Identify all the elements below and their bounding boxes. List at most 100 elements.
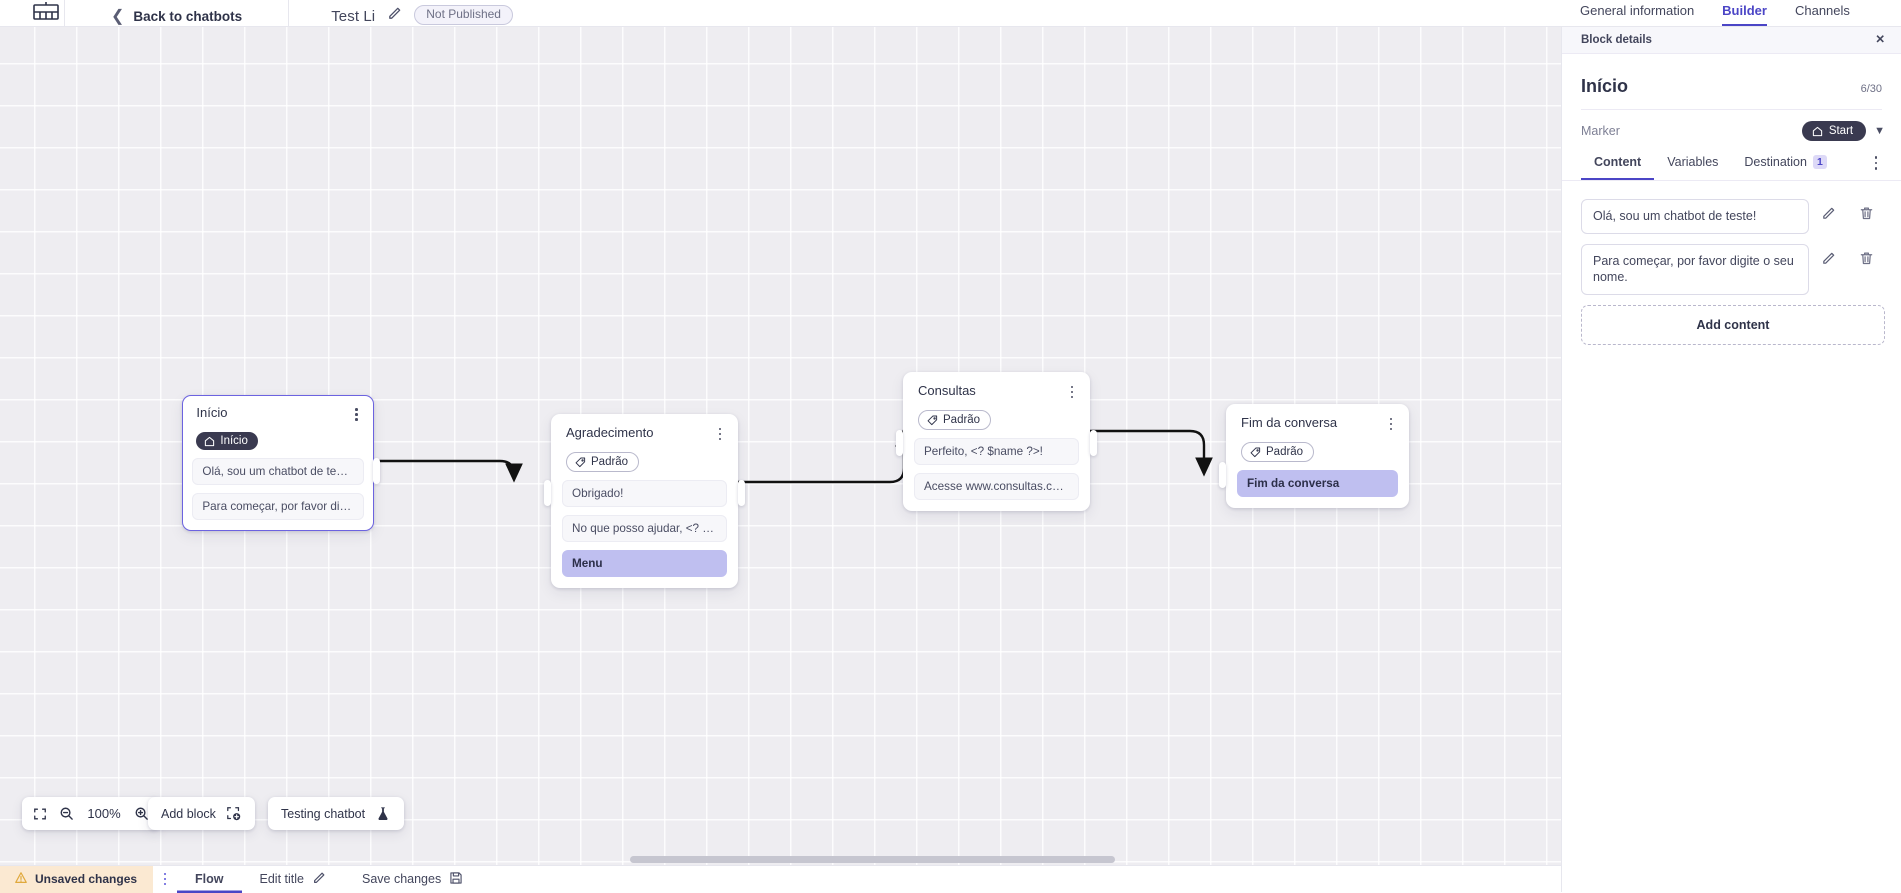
edit-content-button[interactable]	[1809, 244, 1847, 266]
node-header: Consultas	[914, 383, 1079, 401]
panel-kebab-icon[interactable]	[1865, 156, 1887, 179]
canvas-horizontal-scrollbar[interactable]	[0, 855, 1561, 865]
tab-destination[interactable]: Destination 1	[1731, 155, 1839, 180]
tag-icon	[1250, 447, 1261, 458]
trash-icon	[1859, 251, 1874, 266]
add-content-button[interactable]: Add content	[1581, 305, 1885, 345]
node-output-port[interactable]	[738, 480, 745, 506]
edit-title-label: Edit title	[260, 872, 304, 886]
node-output-port[interactable]	[373, 458, 380, 484]
tab-variables-label: Variables	[1667, 155, 1718, 169]
scrollbar-thumb[interactable]	[630, 856, 1115, 863]
unsaved-changes-label: Unsaved changes	[35, 872, 137, 886]
bottom-bar-kebab-icon[interactable]	[153, 873, 177, 886]
zoom-out-icon[interactable]	[59, 806, 74, 821]
tab-general-information[interactable]: General information	[1580, 4, 1694, 26]
node-tag-padrao: Padrão	[566, 452, 639, 472]
testing-chatbot-button[interactable]: Testing chatbot	[268, 797, 404, 830]
node-menu-kebab-icon[interactable]	[1065, 383, 1079, 401]
chatbot-logo-icon[interactable]	[28, 0, 64, 25]
node-menu-kebab-icon[interactable]	[1384, 415, 1398, 433]
right-tab-strip: General information Builder Channels	[1561, 0, 1901, 27]
close-icon[interactable]: ✕	[1875, 34, 1885, 47]
tab-content[interactable]: Content	[1581, 155, 1654, 180]
bottom-bar: Unsaved changes Flow Edit title Save cha…	[0, 865, 1561, 892]
tag-icon	[927, 415, 938, 426]
flow-node-agradecimento[interactable]: Agradecimento Padrão Obrigado! No que po…	[551, 414, 738, 588]
content-row: Para começar, por favor digite o seu nom…	[1581, 244, 1885, 295]
topbar-divider-2	[288, 0, 289, 26]
content-list: Olá, sou um chatbot de teste! Para começ…	[1562, 181, 1901, 295]
tag-icon	[575, 457, 586, 468]
tab-destination-label: Destination	[1744, 155, 1807, 169]
node-menu-kebab-icon[interactable]	[350, 405, 364, 423]
node-message[interactable]: Para começar, por favor digite o ...	[192, 493, 363, 520]
destination-count-badge: 1	[1813, 155, 1827, 169]
node-message[interactable]: Obrigado!	[562, 480, 727, 507]
marker-chip: Start	[1802, 121, 1866, 141]
content-text[interactable]: Olá, sou um chatbot de teste!	[1581, 199, 1809, 234]
node-message[interactable]: Acesse www.consultas.com par...	[914, 473, 1079, 500]
node-input-port[interactable]	[896, 430, 903, 456]
panel-tabs: Content Variables Destination 1	[1562, 155, 1901, 181]
node-input-port[interactable]	[544, 480, 551, 506]
node-output-port[interactable]	[1090, 430, 1097, 456]
fit-screen-icon[interactable]	[33, 807, 47, 821]
save-icon	[449, 871, 463, 888]
delete-content-button[interactable]	[1847, 199, 1885, 221]
tab-variables[interactable]: Variables	[1654, 155, 1731, 180]
node-menu-kebab-icon[interactable]	[713, 425, 727, 443]
tab-builder[interactable]: Builder	[1722, 4, 1767, 26]
bottom-tab-flow[interactable]: Flow	[177, 866, 241, 893]
home-icon	[1812, 126, 1823, 137]
node-message-end[interactable]: Fim da conversa	[1237, 470, 1398, 497]
flow-node-inicio[interactable]: Início Início Olá, sou um chatbot de tes…	[182, 395, 374, 531]
node-title: Agradecimento	[562, 425, 653, 440]
testing-chatbot-label: Testing chatbot	[281, 807, 365, 821]
node-tag-padrao: Padrão	[1241, 442, 1314, 462]
add-block-icon	[226, 806, 242, 822]
node-message[interactable]: Olá, sou um chatbot de teste!	[192, 458, 363, 485]
tab-channels[interactable]: Channels	[1795, 4, 1850, 26]
flow-node-consultas[interactable]: Consultas Padrão Perfeito, <? $name ?>! …	[903, 372, 1090, 511]
back-to-chatbots-label: Back to chatbots	[133, 10, 242, 24]
chevron-down-icon[interactable]: ▼	[1874, 125, 1885, 137]
pencil-icon[interactable]	[387, 6, 402, 24]
node-message[interactable]: Perfeito, <? $name ?>!	[914, 438, 1079, 465]
home-icon	[204, 436, 215, 447]
node-tag-label: Padrão	[591, 456, 628, 468]
panel-title-row: Início 6/30	[1562, 54, 1901, 97]
node-tag-padrao: Padrão	[918, 410, 991, 430]
bot-title-group: Test Li Not Published	[331, 0, 513, 26]
edit-content-button[interactable]	[1809, 199, 1847, 221]
node-tag-start: Início	[196, 432, 258, 450]
flow-node-fim-da-conversa[interactable]: Fim da conversa Padrão Fim da conversa	[1226, 404, 1409, 508]
node-header: Agradecimento	[562, 425, 727, 443]
top-bar: ❮ Back to chatbots Test Li Not Published	[0, 0, 1561, 27]
marker-label: Marker	[1581, 124, 1620, 138]
node-input-port[interactable]	[1219, 462, 1226, 488]
topbar-divider-1	[64, 0, 65, 26]
status-badge: Not Published	[414, 5, 513, 25]
tab-content-label: Content	[1594, 155, 1641, 169]
node-title: Início	[192, 405, 227, 420]
edit-title-button[interactable]: Edit title	[242, 866, 344, 893]
panel-block-title: Início	[1581, 76, 1628, 97]
marker-select[interactable]: Start ▼	[1802, 121, 1885, 141]
node-title: Consultas	[914, 383, 976, 398]
pencil-icon	[1821, 206, 1836, 221]
node-message-menu[interactable]: Menu	[562, 550, 727, 577]
marker-row: Marker Start ▼	[1562, 110, 1901, 141]
zoom-level: 100%	[86, 806, 122, 821]
flow-canvas[interactable]: Início Início Olá, sou um chatbot de tes…	[0, 27, 1561, 865]
zoom-toolbar[interactable]: 100%	[22, 797, 160, 830]
back-to-chatbots-button[interactable]: ❮ Back to chatbots	[111, 0, 242, 26]
content-text[interactable]: Para começar, por favor digite o seu nom…	[1581, 244, 1809, 295]
unsaved-changes-banner: Unsaved changes	[0, 866, 153, 893]
add-block-label: Add block	[161, 807, 216, 821]
delete-content-button[interactable]	[1847, 244, 1885, 266]
add-block-button[interactable]: Add block	[148, 797, 255, 830]
node-message[interactable]: No que posso ajudar, <? $name ...	[562, 515, 727, 542]
zoom-in-icon[interactable]	[134, 806, 149, 821]
save-changes-button[interactable]: Save changes	[344, 866, 481, 893]
